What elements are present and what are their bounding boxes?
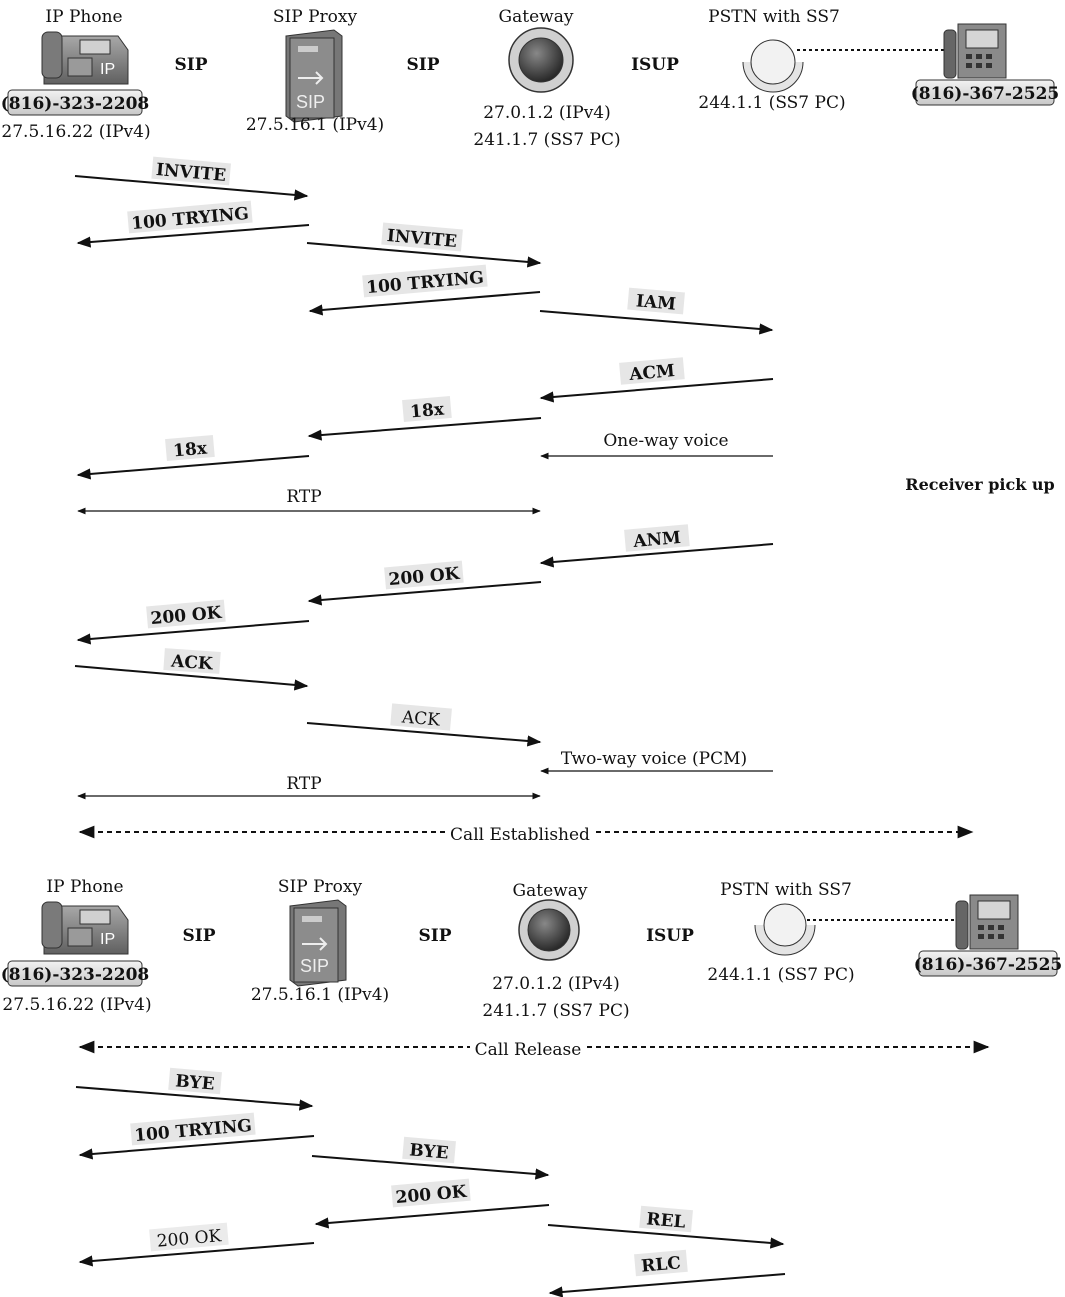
pstn-title: PSTN with SS7 (708, 7, 840, 27)
ip-phone-title: IP Phone (45, 7, 122, 27)
protocol-isup: ISUP (631, 55, 679, 75)
ip-phone-address: 27.5.16.22 (IPv4) (1, 122, 150, 142)
ringing-1-arrow (307, 417, 542, 441)
ip-phone-number-box-2: (816)-323-2208 (1, 960, 149, 987)
bottom-header: IP Phone IP (816)-323-2208 27.5.16.22 (I… (1, 877, 1062, 1021)
protocol-sip-2: SIP (406, 55, 439, 75)
release-ok-2-arrow (78, 1242, 315, 1267)
ip-phone-number-2: (816)-323-2208 (1, 965, 149, 985)
receiver-pick-up-note: Receiver pick up (905, 475, 1054, 494)
ringing-2-label: 18x (172, 438, 208, 461)
svg-text:SIP: SIP (300, 956, 329, 976)
ip-phone-icon: IP (41, 31, 129, 85)
ack-2-label: ACK (400, 707, 441, 730)
pstn-title-2: PSTN with SS7 (720, 880, 852, 900)
svg-text:SIP: SIP (296, 92, 325, 112)
setup-messages: INVITE 100 TRYING INVITE 100 TRYING IAM (74, 156, 1055, 845)
trying-2-arrow (308, 291, 541, 316)
protocol-sip-1: SIP (174, 55, 207, 75)
release-messages: Call Release BYE 100 TRYING BYE 200 OK (75, 1040, 990, 1297)
protocol-sip-1-bottom: SIP (182, 926, 215, 946)
sip-proxy-server-icon: SIP (289, 899, 347, 987)
sip-proxy-address-2: 27.5.16.1 (IPv4) (251, 985, 389, 1005)
pstn-address-2: 244.1.1 (SS7 PC) (707, 965, 854, 985)
release-ok-2-label: 200 OK (156, 1226, 222, 1252)
iam-arrow (539, 310, 774, 335)
svg-text:IP: IP (100, 61, 115, 78)
rlc-arrow (548, 1273, 786, 1297)
pstn-switch-icon (742, 39, 804, 93)
invite-1-arrow (74, 175, 309, 201)
release-trying-arrow (78, 1135, 315, 1160)
rtp-2-label: RTP (286, 774, 321, 794)
ack-2-arrow (306, 722, 542, 747)
sip-proxy-server-icon: SIP (285, 29, 343, 123)
ip-phone-number-box: (816)-323-2208 (1, 89, 149, 116)
one-way-voice-label: One-way voice (603, 431, 728, 451)
two-way-voice-label: Two-way voice (PCM) (561, 749, 747, 769)
remote-phone-number: (816)-367-2525 (911, 84, 1059, 104)
gateway-title: Gateway (499, 7, 574, 27)
ip-phone-address-2: 27.5.16.22 (IPv4) (2, 995, 151, 1015)
remote-phone-number-2: (816)-367-2525 (914, 955, 1062, 975)
remote-phone-number-box-2: (816)-367-2525 (914, 950, 1062, 977)
gateway-address-ss7-2: 241.1.7 (SS7 PC) (482, 1001, 629, 1021)
bye-2-label: BYE (409, 1140, 450, 1163)
ok-1-arrow (307, 581, 542, 606)
ip-phone-icon: IP (41, 901, 129, 955)
ack-1-label: ACK (170, 652, 215, 675)
desk-phone-icon (955, 894, 1019, 950)
ringing-1-label: 18x (409, 399, 445, 422)
invite-2-arrow (306, 242, 542, 268)
release-ok-1-arrow (314, 1204, 550, 1229)
call-release-label: Call Release (475, 1040, 582, 1060)
gateway-address-ipv4-2: 27.0.1.2 (IPv4) (492, 974, 620, 994)
iam-label: IAM (635, 291, 677, 314)
ringing-2-arrow (76, 455, 310, 480)
ack-1-arrow (74, 665, 309, 691)
protocol-sip-2-bottom: SIP (418, 926, 451, 946)
acm-arrow (539, 378, 774, 403)
rel-label: REL (646, 1209, 687, 1232)
call-established-label: Call Established (450, 825, 590, 845)
sip-proxy-title-2: SIP Proxy (278, 877, 363, 897)
trying-2-label: 100 TRYING (366, 268, 485, 298)
pstn-address: 244.1.1 (SS7 PC) (698, 93, 845, 113)
top-header: IP Phone IP (816)-323-2208 27.5.16.22 (I… (1, 7, 1059, 150)
bye-2-arrow (311, 1155, 550, 1180)
anm-arrow (539, 543, 774, 568)
trying-1-label: 100 TRYING (131, 204, 250, 234)
sip-proxy-address: 27.5.16.1 (IPv4) (246, 115, 384, 135)
gateway-title-2: Gateway (513, 881, 588, 901)
bye-1-arrow (75, 1086, 314, 1111)
protocol-isup-bottom: ISUP (646, 926, 694, 946)
gateway-icon (518, 899, 580, 961)
anm-label: ANM (632, 528, 682, 552)
rel-arrow (547, 1224, 785, 1249)
gateway-address-ipv4: 27.0.1.2 (IPv4) (483, 103, 611, 123)
trying-1-arrow (76, 224, 310, 248)
remote-phone-number-box: (816)-367-2525 (911, 79, 1059, 106)
rlc-label: RLC (640, 1253, 681, 1276)
gateway-address-ss7: 241.1.7 (SS7 PC) (473, 130, 620, 150)
ok-2-arrow (76, 620, 310, 645)
ip-phone-title-2: IP Phone (46, 877, 123, 897)
acm-label: ACM (628, 361, 676, 385)
svg-text:IP: IP (100, 931, 115, 948)
gateway-icon (508, 27, 574, 93)
rtp-1-label: RTP (286, 487, 321, 507)
pstn-switch-icon (754, 903, 816, 956)
bye-1-label: BYE (175, 1071, 216, 1094)
ip-phone-number: (816)-323-2208 (1, 94, 149, 114)
desk-phone-icon (943, 23, 1007, 79)
sip-proxy-title: SIP Proxy (273, 7, 358, 27)
